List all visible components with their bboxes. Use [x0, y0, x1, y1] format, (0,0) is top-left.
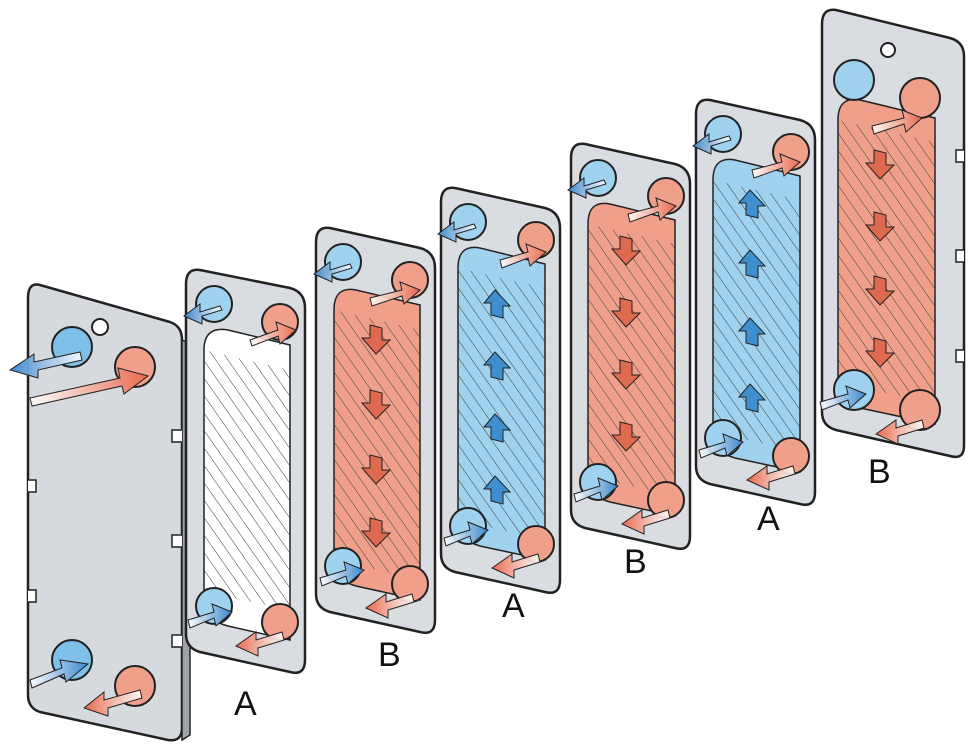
plate-label: A [502, 587, 525, 625]
flow-arrows-down [610, 235, 642, 452]
plate-3: A [437, 186, 562, 625]
flow-arrows-down [864, 149, 896, 368]
port-arrows-end-frame [8, 351, 150, 717]
flow-arrows-down [360, 324, 392, 548]
flow-arrows-up [482, 289, 512, 505]
flow-arrows-up [737, 189, 767, 413]
plate-label: A [757, 500, 780, 538]
plate-5: A [692, 98, 817, 538]
plate-1: A [183, 268, 307, 723]
plate-label: B [378, 636, 401, 674]
plate-6: B [819, 8, 966, 491]
plate-label: B [624, 543, 647, 581]
plate-label: A [234, 685, 257, 723]
plate-label: B [868, 453, 891, 491]
plate-4: B [567, 142, 692, 581]
plate-2: B [313, 226, 437, 674]
